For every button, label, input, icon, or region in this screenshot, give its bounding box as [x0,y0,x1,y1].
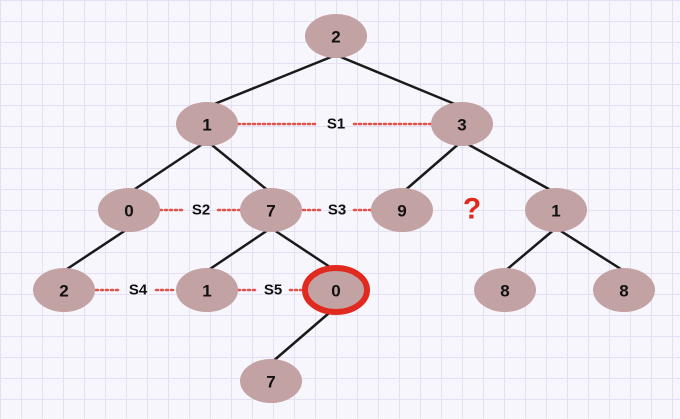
link-label-s1: S1 [327,116,345,133]
node-l1-left [176,102,238,146]
node-l4-a [240,359,302,403]
node-label-l2-d: 1 [551,202,560,221]
node-label-l4-a: 7 [266,373,275,392]
node-label-l2-b: 7 [266,202,275,221]
edge-7-to-0 [269,226,338,273]
node-l1-right [431,102,493,146]
node-l3-e [593,268,655,312]
edge-7-to-1 [205,226,273,273]
tree-nodes [33,14,655,403]
sibling-links [94,122,434,292]
node-labels: 2 1 3 0 7 9 1 2 1 0 8 8 7 [59,28,628,392]
edge-left-to-0 [127,139,209,195]
edge-0-to-2 [62,226,131,273]
node-l3-d [474,268,536,312]
node-label-root: 2 [331,28,340,47]
node-label-l2-c: 9 [397,202,406,221]
node-l3-c-highlighted [302,265,370,315]
node-label-l1-left: 1 [202,116,211,135]
edge-1-to-8-right [554,226,626,273]
link-label-s3: S3 [328,202,346,219]
node-l2-c [371,188,433,232]
edge-root-to-left [205,53,338,109]
node-l3-a [33,268,95,312]
node-label-l3-d: 8 [500,282,509,301]
edge-0-to-7 [269,305,338,365]
node-l3-b [176,268,238,312]
node-l2-b [240,188,302,232]
edge-right-to-1 [460,139,558,195]
node-label-l2-a: 0 [124,202,133,221]
node-label-l3-b: 1 [202,282,211,301]
node-label-l3-a: 2 [59,282,68,301]
question-mark: ? [463,193,481,226]
node-l2-a [98,188,160,232]
node-label-l3-c: 0 [331,282,340,301]
edge-left-to-7 [205,139,273,195]
link-label-s2: S2 [192,202,210,219]
node-label-l3-e: 8 [619,282,628,301]
edge-1-to-8-left [503,226,558,273]
link-label-s4: S4 [129,282,148,299]
node-root [305,14,367,58]
edge-root-to-right [334,53,464,109]
link-label-s5: S5 [264,282,282,299]
edge-right-to-9 [400,139,464,195]
node-label-l1-right: 3 [457,116,466,135]
link-labels: S1 S2 S3 S4 S5 [129,116,346,299]
tree-edges [62,53,626,365]
node-l2-d [525,188,587,232]
